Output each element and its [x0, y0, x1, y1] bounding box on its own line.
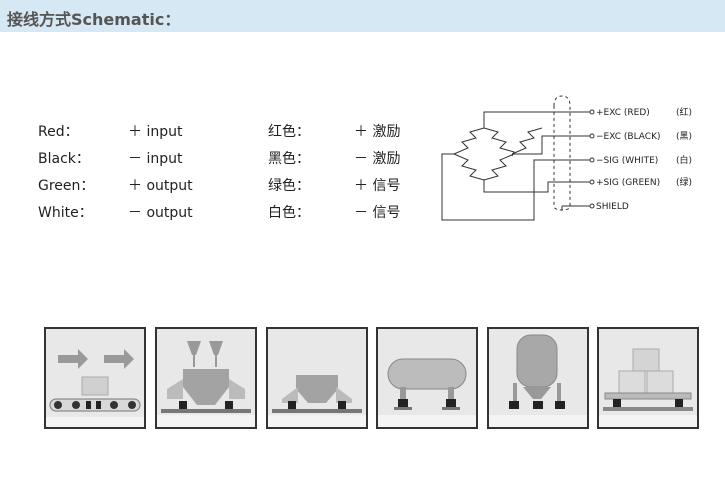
horizontal-tank-icon [378, 358, 476, 427]
terminal [589, 179, 595, 185]
legend-cn-color: 白色： [268, 205, 310, 221]
bridge-arm [511, 127, 543, 155]
header-bar: 接线方式Schematic： [0, 0, 725, 32]
legend-cn-color: 绿色： [268, 178, 310, 194]
terminal-label: +EXC (RED) [596, 108, 650, 118]
wire-minus-sig [441, 153, 590, 221]
legend-cn-function: ＋ 激励 [354, 124, 401, 140]
terminal-label-cn: (绿) [676, 176, 692, 188]
terminal-label: −EXC (BLACK) [596, 132, 661, 142]
bridge-arm [483, 153, 515, 181]
legend-en-color: White： [38, 205, 93, 221]
terminal [589, 203, 595, 209]
bridge-arm [453, 153, 485, 181]
terminal-label-cn: (黑) [676, 131, 692, 142]
legend-en-function: － input [128, 151, 183, 167]
terminal [589, 157, 595, 163]
wire-plus-exc [483, 111, 590, 128]
terminal-label: −SIG (WHITE) [596, 156, 658, 166]
application-panel-vertical-tank [487, 327, 589, 429]
page-title: 接线方式Schematic： [7, 10, 181, 29]
terminal [589, 133, 595, 139]
bridge-arm [453, 127, 485, 155]
legend-en-function: － output [128, 205, 193, 221]
legend-en-color: Green： [38, 178, 95, 194]
legend-cn-color: 黑色： [268, 151, 310, 167]
bridge-arm [514, 154, 542, 180]
bridge-schematic: +EXC (RED) (红) −EXC (BLACK) (黑) −SIG (WH… [441, 95, 692, 221]
terminal-label-cn: (白) [676, 154, 692, 166]
legend-cn-function: － 信号 [354, 205, 401, 221]
legend-en-color: Black： [38, 151, 90, 167]
platform-scale-icon [599, 348, 697, 427]
application-panel-hopper-twin-feed [155, 327, 257, 429]
legend-cn-function: ＋ 信号 [354, 178, 401, 194]
terminal-label: SHIELD [596, 202, 629, 212]
vertical-tank-icon [489, 334, 587, 427]
bridge-arm [483, 127, 515, 157]
legend-en-color: Red： [38, 124, 79, 140]
legend-cn-function: － 激励 [354, 151, 401, 167]
application-panel-hopper [266, 327, 368, 429]
application-panel-platform-scale [597, 327, 699, 429]
application-panel-horizontal-tank [376, 327, 478, 429]
application-panel-conveyor [44, 327, 146, 429]
conveyor-icon [46, 349, 144, 427]
terminal-label-cn: (红) [676, 106, 692, 118]
wire-minus-exc [514, 135, 590, 155]
legend-en-function: ＋ input [128, 124, 183, 140]
hopper-icon [268, 375, 366, 427]
legend-en-function: ＋ output [128, 178, 193, 194]
hopper-twin-feed-icon [157, 341, 255, 427]
shield-tube [553, 95, 571, 211]
terminal [589, 109, 595, 115]
terminal-label: +SIG (GREEN) [596, 178, 660, 188]
wire-plus-sig [483, 180, 590, 193]
legend-cn-color: 红色： [268, 124, 310, 140]
